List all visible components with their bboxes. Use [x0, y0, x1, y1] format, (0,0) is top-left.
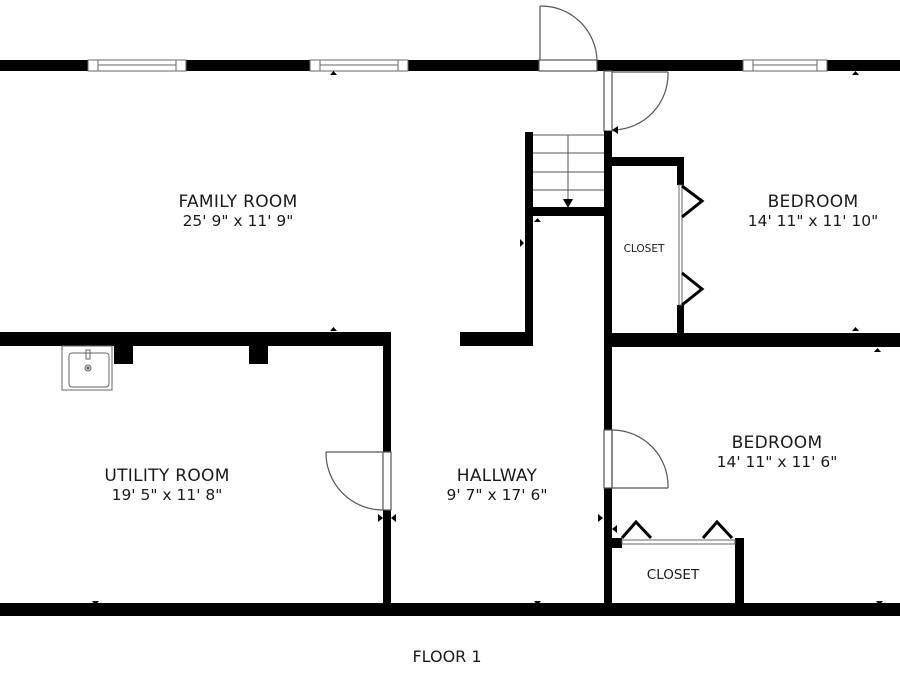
stair-direction-arrow-icon: [563, 199, 573, 208]
measurement-markers: [92, 71, 883, 605]
window-3: [742, 59, 828, 72]
room-dimensions: 14' 11" x 11' 6": [716, 453, 838, 472]
closet-2-label: CLOSET: [646, 567, 700, 583]
utility-room-label: UTILITY ROOM 19' 5" x 11' 8": [104, 466, 229, 505]
entry-door: [538, 5, 598, 72]
bedroom-1-label: BEDROOM 14' 11" x 11' 10": [748, 192, 879, 231]
interior-walls: [0, 157, 900, 611]
family-room-label: FAMILY ROOM 25' 9" x 11' 9": [178, 192, 297, 231]
hallway-label: HALLWAY 9' 7" x 17' 6": [447, 466, 548, 505]
bedroom-2-label: BEDROOM 14' 11" x 11' 6": [717, 433, 838, 472]
staircase: [525, 131, 612, 342]
bedroom-2-door: [603, 429, 669, 489]
bedroom-1-door: [603, 70, 669, 134]
room-dimensions: 25' 9" x 11' 9": [182, 212, 294, 231]
sink-icon: [61, 345, 113, 391]
exterior-wall-top: [0, 60, 900, 71]
room-name: HALLWAY: [456, 466, 538, 486]
closet-2-bifold-doors: [620, 519, 736, 545]
window-1: [87, 59, 187, 72]
window-2: [309, 59, 409, 72]
floor-label: FLOOR 1: [412, 647, 482, 666]
room-dimensions: 19' 5" x 11' 8": [111, 486, 223, 505]
closet-1-bifold-doors: [678, 184, 705, 307]
room-name: FAMILY ROOM: [178, 192, 298, 212]
room-name: BEDROOM: [767, 192, 859, 212]
closet-1-label: CLOSET: [623, 243, 665, 255]
room-dimensions: 14' 11" x 11' 10": [747, 212, 879, 231]
room-name: UTILITY ROOM: [104, 466, 230, 486]
room-name: BEDROOM: [731, 433, 823, 453]
exterior-wall-bottom: [0, 603, 900, 616]
utility-room-door: [325, 451, 392, 511]
room-dimensions: 9' 7" x 17' 6": [446, 486, 548, 505]
